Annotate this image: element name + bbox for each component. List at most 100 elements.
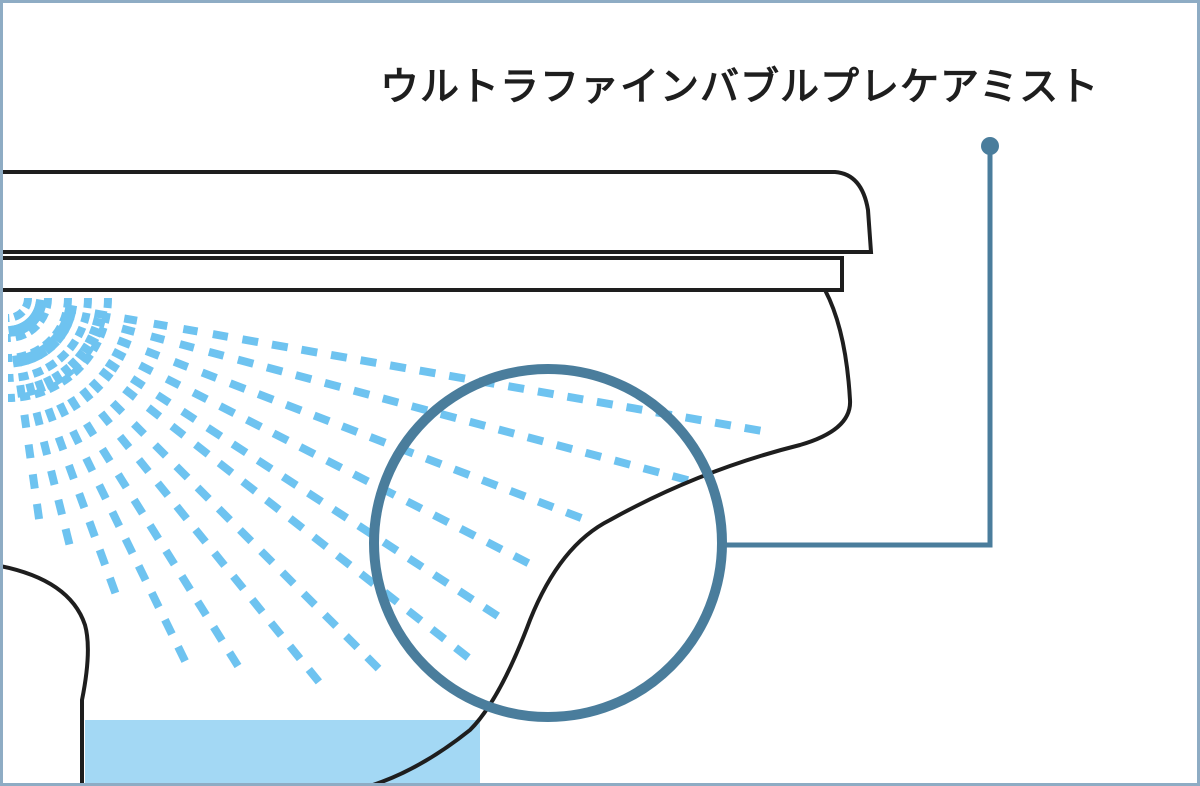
mist-dash: [448, 371, 466, 383]
mist-dash: [287, 515, 306, 532]
mist-dash: [244, 416, 263, 431]
mist-dash: [39, 440, 51, 456]
mist-dash: [230, 573, 247, 592]
mist-arc: [7, 297, 92, 382]
mist-dash: [352, 386, 371, 399]
mist-dash: [555, 441, 574, 454]
mist-dash: [135, 457, 152, 474]
mist-dash: [180, 407, 198, 423]
mist-dash: [497, 425, 516, 438]
mist-dash: [330, 351, 348, 362]
mist-dash: [182, 324, 199, 336]
mist-dash: [389, 361, 407, 373]
mist-dash: [12, 354, 22, 368]
mist-dash: [368, 433, 387, 447]
mist-dash: [596, 397, 614, 409]
mist-arc: [7, 297, 72, 362]
mist-dash: [67, 395, 81, 412]
mist-dash: [381, 394, 400, 407]
magnify-circle: [369, 364, 727, 722]
mist-dash: [311, 533, 329, 550]
mist-dash: [271, 340, 289, 352]
mist-dash: [331, 505, 350, 522]
mist-dash: [410, 402, 429, 415]
mist-dash: [20, 414, 31, 429]
mist-arc: [7, 297, 52, 342]
mist-dash: [207, 347, 225, 360]
mist-dash: [406, 554, 425, 571]
mist-dash: [485, 538, 504, 554]
mist-dash: [131, 421, 147, 437]
mist-dash: [200, 368, 218, 382]
mist-dash: [480, 476, 499, 490]
mist-dash: [205, 424, 224, 440]
mist-dash: [75, 492, 89, 510]
mist-dash: [172, 358, 190, 371]
mist-dash: [625, 403, 643, 414]
mist-dash: [512, 552, 531, 567]
mist-dash: [215, 505, 233, 523]
mist-dash: [271, 429, 290, 445]
mist-dash: [116, 336, 132, 349]
mist-dash: [714, 418, 732, 430]
mist-dash: [468, 417, 487, 430]
mist-dash: [265, 363, 284, 376]
mist-dash: [321, 611, 339, 629]
mist-dash: [325, 456, 344, 472]
mist-dash: [122, 385, 138, 401]
mist-dash: [284, 401, 303, 415]
mist-dash: [453, 644, 471, 661]
mist-dash: [145, 404, 163, 420]
mist-dash: [508, 487, 527, 501]
mist-dash: [114, 472, 130, 490]
mist-dash: [452, 465, 471, 479]
mist-dash: [526, 433, 545, 446]
mist-dash: [161, 618, 176, 636]
mist-dash: [193, 441, 211, 458]
mist-spray: [7, 297, 762, 685]
mist-dash: [286, 643, 304, 662]
mist-dash: [584, 448, 603, 461]
mist-dash: [564, 508, 583, 522]
mist-dash: [178, 340, 195, 352]
mist-dash: [79, 342, 95, 356]
mist-dash: [228, 379, 247, 393]
mist-dash: [162, 548, 178, 567]
mist-dash: [418, 366, 437, 378]
mist-dash: [47, 469, 59, 486]
mist-dash: [155, 391, 172, 407]
mist-dash: [153, 319, 168, 331]
mist-dash: [323, 379, 342, 391]
mist-dash: [236, 355, 255, 368]
mist-dash: [7, 325, 18, 337]
mist-dash: [432, 511, 450, 526]
mist-dash: [98, 367, 114, 382]
mist-dash: [457, 587, 475, 604]
mist-dash: [148, 591, 163, 609]
mist-dash: [482, 604, 500, 620]
mist-dash: [194, 484, 212, 502]
mist-dash: [343, 633, 361, 651]
callout-dot: [981, 137, 999, 155]
mist-dash: [144, 347, 161, 360]
mist-dash: [230, 440, 249, 457]
mist-dash: [358, 570, 377, 587]
mist-dash: [28, 473, 39, 490]
mist-dash: [256, 390, 275, 404]
mist-dash: [226, 650, 242, 669]
mist-dash: [300, 590, 318, 608]
mist-dash: [264, 496, 282, 513]
mist-dash: [237, 527, 255, 545]
mist-dash: [56, 402, 69, 418]
mist-dash: [267, 620, 285, 638]
mist-dash: [405, 607, 424, 624]
mist-dash: [82, 456, 96, 473]
mist-dash: [164, 375, 182, 389]
mist-dash: [340, 422, 359, 436]
mist-dash: [64, 304, 78, 314]
mist-arc: [7, 297, 32, 322]
mist-dash: [194, 599, 210, 618]
